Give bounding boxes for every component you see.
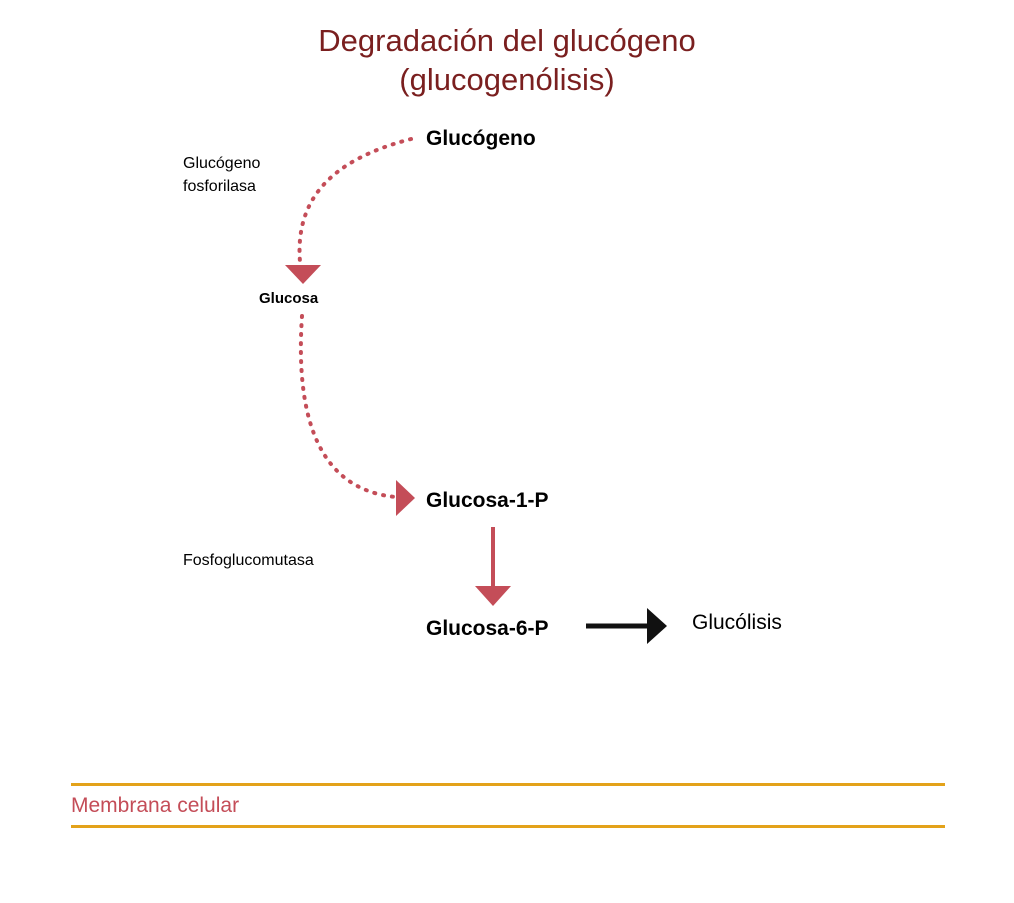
diagram-title-line-1: Degradación del glucógeno [318,23,696,58]
glucosa-1p-to-glucosa-6p-arrowhead [475,586,511,606]
glucogeno-to-glucosa-arrow-path [297,137,413,264]
node-glucolisis: Glucólisis [692,611,782,634]
node-glucogeno: Glucógeno [426,127,536,150]
node-glucosa: Glucosa [259,290,319,307]
enzyme-glucogeno-fosforilasa-line-2: fosforilasa [183,178,256,195]
enzyme-glucogeno-fosforilasa-line-1: Glucógeno [183,155,261,172]
membrane-label: Membrana celular [71,794,240,817]
membrane-line-top [71,783,945,786]
diagram-title-line-2: (glucogenólisis) [399,62,615,97]
enzyme-fosfoglucomutasa: Fosfoglucomutasa [183,552,314,569]
glucosa-to-glucosa-1p-arrow-path [298,314,398,499]
node-glucosa-6p: Glucosa-6-P [426,617,549,640]
glucogeno-to-glucosa-arrowhead [285,265,321,284]
node-glucosa-1p: Glucosa-1-P [426,489,549,512]
glucosa-6p-to-glucolisis-arrowhead [647,608,667,644]
enzyme-glucogeno-fosforilasa: Glucógeno fosforilasa [183,152,260,198]
glucosa-to-glucosa-1p-arrowhead [396,480,415,516]
membrane-line-bottom [71,825,945,828]
